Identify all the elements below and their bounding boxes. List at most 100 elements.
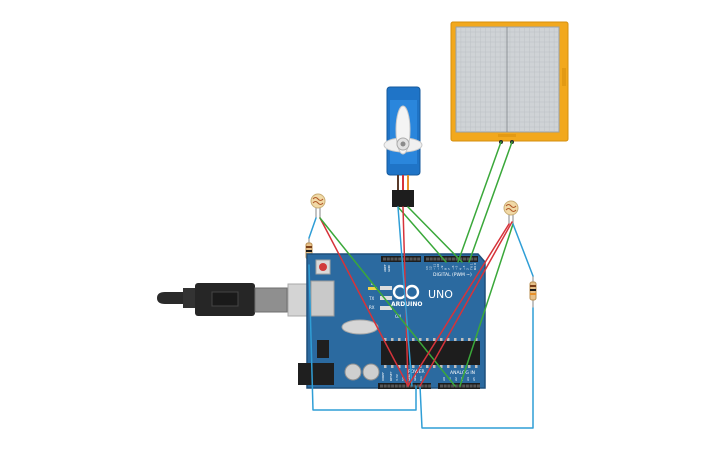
photoresistor-right[interactable] [503, 200, 519, 224]
wire-resistor-left-gnd[interactable] [308, 264, 417, 411]
pin-hole[interactable] [417, 384, 420, 388]
digital-pin-label: TX 1 [469, 263, 473, 271]
pin-hole[interactable] [444, 257, 448, 261]
pin-hole[interactable] [440, 384, 443, 388]
pin-hole[interactable] [433, 257, 437, 261]
chip-leg [398, 365, 401, 368]
pin-hole[interactable] [451, 384, 455, 388]
upper-pin-label: GND [387, 264, 391, 272]
pin-hole[interactable] [463, 257, 466, 261]
pin-hole[interactable] [405, 257, 409, 261]
resistor-right[interactable] [529, 276, 537, 308]
chip-leg [475, 338, 478, 341]
pin-hole[interactable] [470, 257, 474, 261]
pin-hole[interactable] [380, 384, 383, 388]
pin-hole[interactable] [394, 257, 398, 261]
pin-hole[interactable] [448, 257, 452, 261]
chip-leg [461, 365, 464, 368]
pin-hole[interactable] [451, 257, 455, 261]
digital-pin-label: ~9 [440, 265, 444, 270]
pin-hole[interactable] [413, 384, 417, 388]
wire-resistor-right-gnd[interactable] [419, 307, 534, 429]
label-rx: RX [369, 305, 375, 310]
pin-hole[interactable] [402, 384, 406, 388]
pin-hole[interactable] [383, 384, 387, 388]
pin-hole[interactable] [429, 257, 433, 261]
pin-hole[interactable] [465, 384, 469, 388]
pin-hole[interactable] [473, 384, 477, 388]
pin-hole[interactable] [466, 257, 470, 261]
pin-hole[interactable] [386, 257, 390, 261]
pin-hole[interactable] [409, 384, 413, 388]
power-pin-label: 3.3V [395, 373, 399, 381]
pin-hole[interactable] [417, 257, 421, 261]
pin-hole[interactable] [420, 384, 424, 388]
pin-hole[interactable] [447, 384, 451, 388]
pin-hole[interactable] [440, 257, 444, 261]
digital-pin-label: ~10 [436, 264, 440, 270]
wire-ldr-left-resistor[interactable] [308, 217, 317, 239]
voltage-regulator [317, 340, 329, 358]
chip-leg [398, 338, 401, 341]
pin-hole[interactable] [424, 384, 428, 388]
led-l [368, 287, 377, 290]
pin-hole[interactable] [398, 257, 402, 261]
pin-hole[interactable] [390, 257, 394, 261]
wire-servo-signal[interactable] [407, 206, 463, 263]
board-usb-jack [310, 280, 335, 317]
pin-hole[interactable] [398, 384, 402, 388]
wire-servo-signal-2[interactable] [397, 206, 447, 263]
wire-ldr-right-a1[interactable] [459, 223, 514, 387]
wire-ldr-left-5v[interactable] [319, 217, 409, 387]
plotter-bottom-label [498, 134, 516, 137]
wire-servo-gnd[interactable] [397, 206, 413, 387]
chip-leg [475, 365, 478, 368]
usb-cable[interactable] [157, 283, 311, 317]
digital-pin-label: 4 [458, 268, 462, 270]
digital-pin-label: 2 [466, 268, 470, 270]
servo-connector[interactable] [392, 190, 414, 207]
pin-hole[interactable] [409, 257, 413, 261]
capacitor-2 [362, 363, 380, 381]
digital-pin-label: RX 0 [473, 263, 477, 270]
arduino-logo: ARDUINO UNO [391, 284, 453, 308]
pin-hole[interactable] [474, 257, 478, 261]
wire-plotter-to-d7[interactable] [457, 141, 502, 263]
upper-pin-label: AREF [383, 264, 387, 272]
pin-hole[interactable] [383, 257, 386, 261]
wire-ldr-right-5v[interactable] [407, 223, 510, 387]
pin-hole[interactable] [413, 257, 417, 261]
pin-hole[interactable] [477, 384, 480, 388]
pin-hole[interactable] [462, 384, 466, 388]
pin-hole[interactable] [428, 384, 432, 388]
pin-hole[interactable] [402, 257, 405, 261]
usb-logo-area [211, 291, 239, 307]
wire-plotter-to-d3[interactable] [468, 141, 513, 263]
chip-leg [405, 365, 408, 368]
plotter-module[interactable] [450, 21, 569, 144]
pin-hole[interactable] [455, 257, 459, 261]
wire-ldr-left-a0[interactable] [319, 217, 456, 387]
pin-hole[interactable] [387, 384, 391, 388]
chip-leg [384, 338, 387, 341]
digital-pin-label: ~3 [462, 265, 466, 270]
digital-pin-label: ~11 [432, 264, 436, 270]
pin-hole[interactable] [454, 384, 458, 388]
label-on: ON [395, 314, 401, 319]
pin-hole[interactable] [426, 257, 429, 261]
pin-hole[interactable] [394, 384, 398, 388]
photoresistor-left[interactable] [310, 193, 326, 218]
pin-hole[interactable] [469, 384, 473, 388]
pin-hole[interactable] [391, 384, 395, 388]
pin-hole[interactable] [443, 384, 447, 388]
chip-leg [440, 338, 443, 341]
wire-ldr-right-red-2[interactable] [419, 221, 513, 387]
chip-leg [440, 365, 443, 368]
pin-hole[interactable] [459, 257, 463, 261]
crystal-oscillator [341, 319, 379, 335]
pin-hole[interactable] [437, 257, 441, 261]
servo-motor[interactable] [383, 86, 423, 207]
wire-ldr-right-resistor[interactable] [512, 223, 534, 277]
